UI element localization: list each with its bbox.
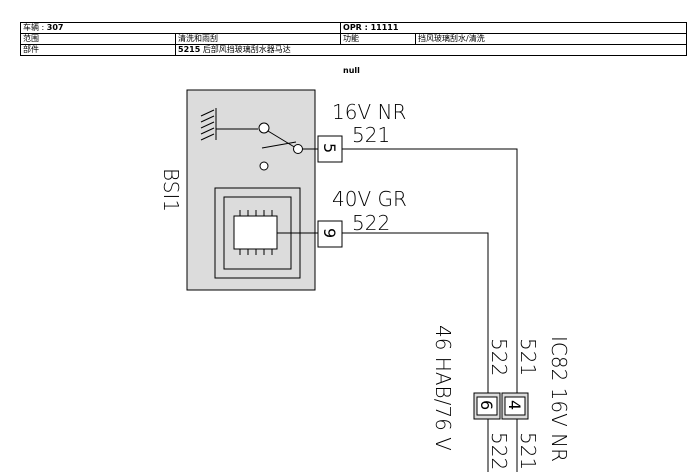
part-value-cell: 5215 后部风挡玻璃刮水器马达 bbox=[174, 44, 688, 56]
lower-pin-b: 6 bbox=[477, 400, 496, 410]
wire-b-lower-label: 522 bbox=[487, 432, 511, 470]
pin-9-label: 9 bbox=[320, 228, 339, 238]
wire-bottom-spec: 40V GR bbox=[332, 187, 407, 211]
part-label: 部件 bbox=[20, 44, 176, 56]
part-code: 5215 bbox=[178, 45, 201, 55]
ground-icon bbox=[200, 108, 217, 141]
chip-icon bbox=[233, 215, 278, 250]
null-label: null bbox=[343, 66, 360, 75]
wire-b-upper-label: 522 bbox=[487, 338, 511, 376]
pin-5-label: 5 bbox=[320, 143, 339, 153]
header-row-part: 部件 5215 后部风挡玻璃刮水器马达 bbox=[20, 44, 688, 56]
wire-bottom-number: 522 bbox=[352, 211, 390, 235]
lower-connector bbox=[473, 392, 529, 420]
part-name: 后部风挡玻璃刮水器马达 bbox=[202, 45, 291, 55]
wire-top-spec: 16V NR bbox=[332, 100, 406, 124]
ic82-label: IC82 16V NR bbox=[547, 336, 571, 462]
lower-pin-a: 4 bbox=[505, 400, 524, 410]
switch-icon bbox=[216, 122, 318, 154]
wire-a-upper-label: 521 bbox=[516, 338, 540, 376]
bsi-label: BSI1 bbox=[159, 168, 183, 212]
wires bbox=[342, 148, 518, 472]
pin-5-box bbox=[317, 135, 343, 163]
opr-value: 11111 bbox=[370, 23, 399, 33]
wire-top-number: 521 bbox=[352, 123, 390, 147]
vehicle-value: 307 bbox=[46, 23, 64, 33]
indicator-circle bbox=[259, 161, 269, 171]
wire-a-lower-label: 521 bbox=[516, 432, 540, 470]
pin-9-box bbox=[317, 220, 343, 248]
header-table: 车辆 : 307 OPR : 11111 范围 清洗和雨刮 功能 挡风玻璃刮水/… bbox=[19, 22, 688, 56]
harness-label: 46 HAB/76 V bbox=[431, 325, 455, 451]
chip-module bbox=[214, 187, 318, 279]
